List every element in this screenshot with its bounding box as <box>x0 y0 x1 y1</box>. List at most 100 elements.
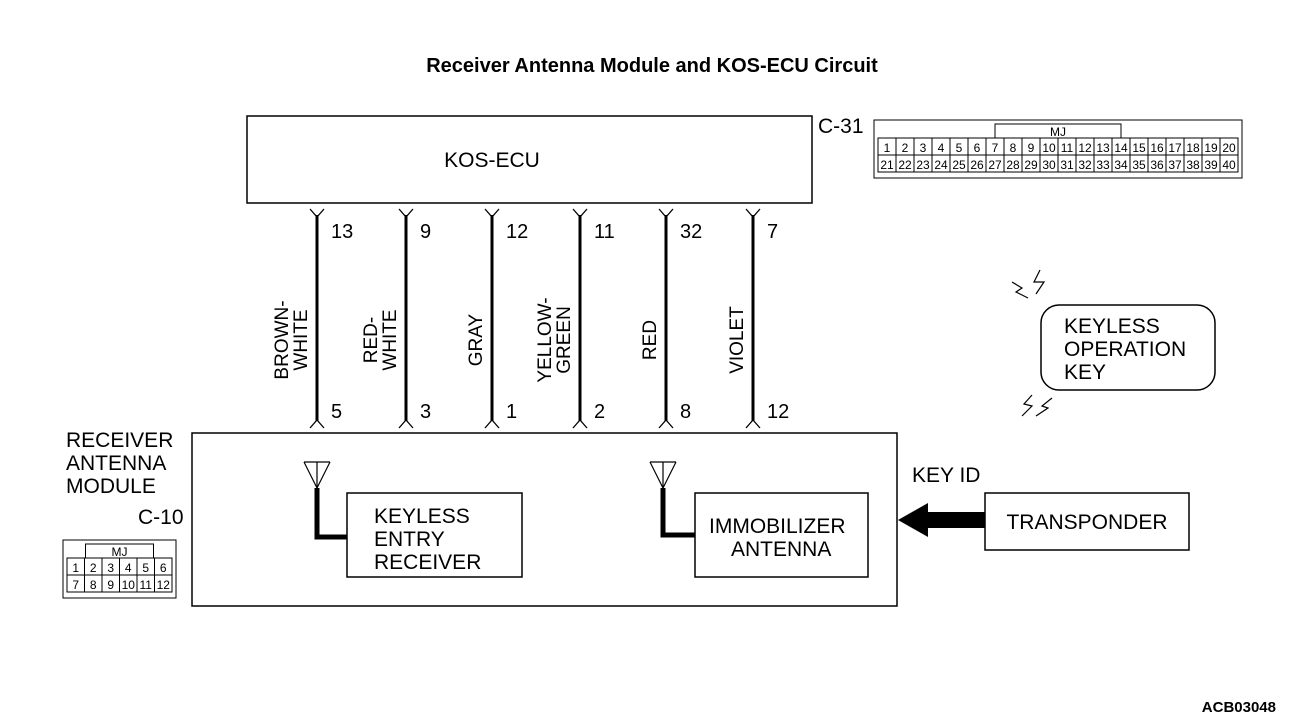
module-label-line-2: ANTENNA <box>66 452 166 475</box>
connector-pin: 21 <box>880 158 894 172</box>
connector-pin: 7 <box>72 578 79 592</box>
wire-color-label: WHITE <box>380 309 401 370</box>
wire-harness: 135BROWN-WHITE93RED-WHITE121GRAY112YELLO… <box>272 208 789 429</box>
operation-key-line-3: KEY <box>1064 361 1106 384</box>
connector-pin: 13 <box>1096 141 1110 155</box>
keyless-receiver-line-3: RECEIVER <box>374 551 481 574</box>
keyless-receiver-line-1: KEYLESS <box>374 505 470 528</box>
connector-pin: 17 <box>1168 141 1182 155</box>
connector-pin: 16 <box>1150 141 1164 155</box>
immobilizer-antenna-box <box>694 492 869 578</box>
connector-pin: 25 <box>952 158 966 172</box>
connector-pin: 3 <box>920 141 927 155</box>
connector-pin: 19 <box>1204 141 1218 155</box>
connector-tag: MJ <box>1050 125 1066 139</box>
module-label-line-3: MODULE <box>66 475 156 498</box>
connector-pin: 8 <box>90 578 97 592</box>
connector-pin: 2 <box>90 561 97 575</box>
immobilizer-line-2: ANTENNA <box>731 538 831 561</box>
connector-pin: 28 <box>1006 158 1020 172</box>
connector-pin: 5 <box>142 561 149 575</box>
connector-pin: 4 <box>938 141 945 155</box>
connector-pin: 31 <box>1060 158 1074 172</box>
wire: 32 8 RED <box>640 208 702 429</box>
wire-bottom-pin: 5 <box>331 401 342 423</box>
connector-pin: 6 <box>974 141 981 155</box>
wire-color-label: YELLOW- <box>535 297 556 382</box>
connector-pin: 11 <box>1061 141 1074 155</box>
connector-pin: 5 <box>956 141 963 155</box>
connector-pin: 23 <box>916 158 930 172</box>
wire-top-pin: 12 <box>506 221 528 243</box>
wire-color-label: VIOLET <box>727 306 748 374</box>
transponder-label: TRANSPONDER <box>1006 511 1167 534</box>
wire: 9 3 RED-WHITE <box>361 208 431 429</box>
module-connector-label: C-10 <box>138 506 184 529</box>
wire-color-label: WHITE <box>291 309 312 370</box>
key-id-arrow-icon <box>898 503 985 537</box>
connector-pin: 18 <box>1186 141 1200 155</box>
connector-pin: 10 <box>122 578 136 592</box>
wire-top-pin: 32 <box>680 221 702 243</box>
wire: 7 12 VIOLET <box>727 208 789 429</box>
connector-pin: 1 <box>72 561 79 575</box>
connector-pin: 14 <box>1114 141 1128 155</box>
connector-pin: 6 <box>160 561 167 575</box>
operation-key-line-1: KEYLESS <box>1064 315 1160 338</box>
connector-pin: 26 <box>970 158 984 172</box>
connector-pin: 33 <box>1096 158 1110 172</box>
wire-color-label: RED- <box>361 317 382 363</box>
connector-pin: 2 <box>902 141 909 155</box>
radio-signal-icon <box>1011 269 1046 299</box>
connector-pin: 3 <box>107 561 114 575</box>
connector-pin: 9 <box>1028 141 1035 155</box>
connector-pin: 30 <box>1042 158 1056 172</box>
connector-pin: 12 <box>157 578 171 592</box>
wire-bottom-pin: 8 <box>680 401 691 423</box>
connector-pin: 39 <box>1204 158 1218 172</box>
key-id-label: KEY ID <box>912 464 980 487</box>
kos-ecu-box <box>246 115 813 204</box>
connector-pin: 8 <box>1010 141 1017 155</box>
connector-pin: 4 <box>125 561 132 575</box>
connector-tag: MJ <box>112 545 128 559</box>
wire-top-pin: 13 <box>331 221 353 243</box>
wire-bottom-pin: 3 <box>420 401 431 423</box>
diagram-title: Receiver Antenna Module and KOS-ECU Circ… <box>426 55 878 77</box>
connector-pin: 27 <box>988 158 1002 172</box>
diagram-code: ACB03048 <box>1202 699 1276 716</box>
wire-bottom-pin: 12 <box>767 401 789 423</box>
module-label-line-1: RECEIVER <box>66 429 173 452</box>
radio-signal-icon <box>1021 394 1053 417</box>
connector-pin: 37 <box>1168 158 1182 172</box>
wire-top-pin: 11 <box>594 221 615 243</box>
connector-pin: 7 <box>992 141 999 155</box>
keyless-receiver-line-2: ENTRY <box>374 528 445 551</box>
immobilizer-line-1: IMMOBILIZER <box>709 515 846 538</box>
connector-pin: 24 <box>934 158 948 172</box>
connector-pin: 22 <box>898 158 912 172</box>
wire-bottom-pin: 1 <box>506 401 517 423</box>
connector-pin: 12 <box>1078 141 1092 155</box>
connector-pin: 10 <box>1042 141 1056 155</box>
keyless-operation-key-box <box>1040 304 1216 391</box>
kos-ecu-label: KOS-ECU <box>444 149 540 172</box>
connector-pin: 29 <box>1024 158 1038 172</box>
connector-pin: 1 <box>884 141 891 155</box>
wire-top-pin: 9 <box>420 221 431 243</box>
connector-pin: 38 <box>1186 158 1200 172</box>
receiver-antenna-module-box <box>191 432 898 607</box>
connector-pin: 34 <box>1114 158 1128 172</box>
wire-color-label: RED <box>640 320 661 360</box>
wire-top-pin: 7 <box>767 221 778 243</box>
operation-key-line-2: OPERATION <box>1064 338 1186 361</box>
connector-pin: 20 <box>1222 141 1236 155</box>
antenna-icon <box>649 461 695 538</box>
connector-pin: 32 <box>1078 158 1092 172</box>
